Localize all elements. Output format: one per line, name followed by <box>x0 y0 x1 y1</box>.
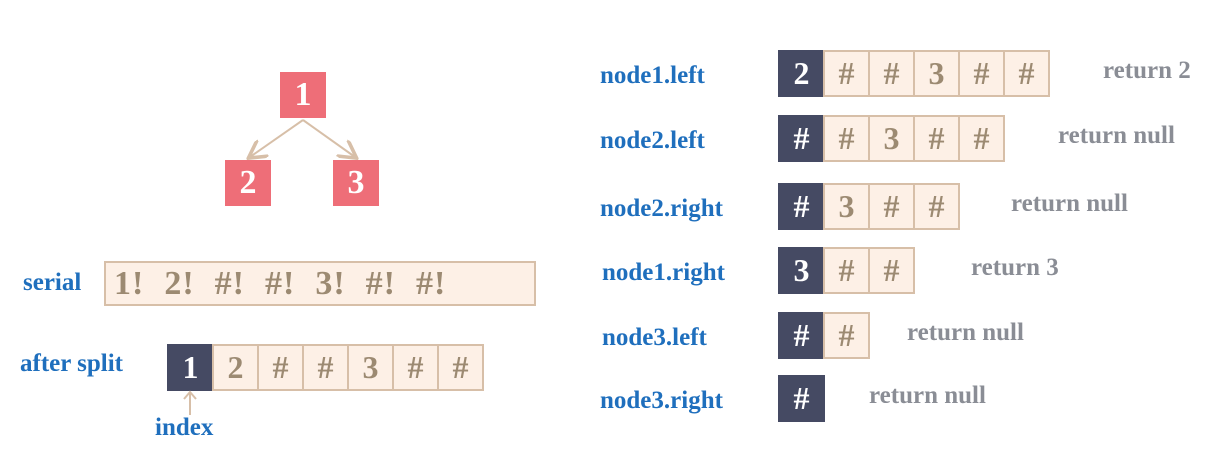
array-cell: 3 <box>913 50 960 97</box>
current-cell: # <box>778 183 825 230</box>
array-cell: # <box>302 344 349 391</box>
step-cells: 2##3## <box>778 50 1050 97</box>
current-cell: # <box>778 312 825 359</box>
array-cell: # <box>257 344 304 391</box>
array-cell: # <box>823 247 870 294</box>
current-cell: # <box>778 115 825 162</box>
current-cell: 2 <box>778 50 825 97</box>
step-cells: # <box>778 375 825 422</box>
array-cell: # <box>823 115 870 162</box>
step-result: return null <box>1058 122 1175 149</box>
edge-1-2 <box>250 119 304 157</box>
step-result: return null <box>907 319 1024 346</box>
current-cell: 3 <box>778 247 825 294</box>
array-cell: # <box>868 183 915 230</box>
current-cell: 1 <box>167 344 214 391</box>
step-cells: 3## <box>778 247 915 294</box>
serial-token: #! <box>264 264 296 302</box>
array-cell: # <box>868 50 915 97</box>
index-arrow <box>183 390 197 415</box>
array-cell: # <box>958 50 1005 97</box>
step-result: return null <box>869 382 986 409</box>
array-cell: 3 <box>868 115 915 162</box>
serial-token: #! <box>365 264 396 302</box>
array-cell: # <box>1003 50 1050 97</box>
serial-token: #! <box>415 264 447 302</box>
array-cell: 2 <box>212 344 259 391</box>
step-result: return null <box>1011 190 1128 217</box>
array-cell: # <box>958 115 1005 162</box>
array-cell: # <box>437 344 484 391</box>
step-cells: ## <box>778 312 870 359</box>
after-split-label: after split <box>20 350 123 377</box>
serial-token: 3! <box>315 264 346 302</box>
step-label: node1.left <box>600 62 705 89</box>
step-label: node3.right <box>600 387 723 414</box>
tree-node-root: 1 <box>280 72 326 118</box>
step-cells: ##3## <box>778 115 1005 162</box>
array-cell: 3 <box>823 183 870 230</box>
array-cell: # <box>913 115 960 162</box>
step-label: node2.right <box>600 195 723 222</box>
serial-token: 1! <box>114 264 145 302</box>
tree-node-left: 2 <box>225 160 271 206</box>
array-cell: # <box>823 312 870 359</box>
step-label: node2.left <box>600 127 705 154</box>
array-cell: # <box>868 247 915 294</box>
step-label: node3.left <box>602 324 707 351</box>
tree-node-right: 3 <box>333 160 379 206</box>
step-result: return 3 <box>971 254 1059 281</box>
array-cell: # <box>392 344 439 391</box>
step-label: node1.right <box>602 259 725 286</box>
serial-label: serial <box>23 269 82 296</box>
serial-token: 2! <box>164 264 195 302</box>
serial-string: 1! 2! #! #! 3! #! #! <box>104 261 536 306</box>
serial-token: #! <box>214 264 245 302</box>
array-cell: # <box>823 50 870 97</box>
edge-1-3 <box>302 119 355 157</box>
array-cell: 3 <box>347 344 394 391</box>
index-label: index <box>155 414 214 441</box>
array-cell: # <box>913 183 960 230</box>
step-cells: #3## <box>778 183 960 230</box>
step-result: return 2 <box>1103 57 1191 84</box>
current-cell: # <box>778 375 825 422</box>
